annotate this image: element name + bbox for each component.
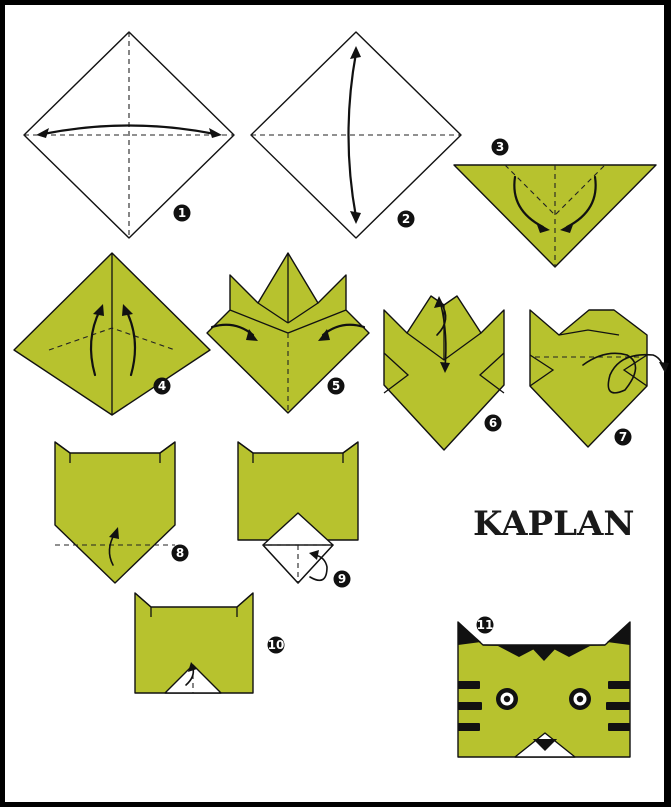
svg-text:7: 7 bbox=[619, 430, 627, 444]
step-5-figure bbox=[207, 253, 369, 413]
step-5-badge: 5 bbox=[328, 378, 345, 395]
step-8-badge: 8 bbox=[172, 545, 189, 562]
step-2-badge: 2 bbox=[398, 211, 415, 228]
step-11-badge: 11 bbox=[477, 617, 494, 634]
step-6-badge: 6 bbox=[485, 415, 502, 432]
step-7-badge: 7 bbox=[615, 429, 632, 446]
svg-text:9: 9 bbox=[338, 572, 346, 586]
svg-text:8: 8 bbox=[176, 546, 184, 560]
svg-text:2: 2 bbox=[402, 212, 410, 226]
svg-text:5: 5 bbox=[332, 379, 340, 393]
origami-diagram: 1 2 3 4 bbox=[5, 5, 671, 812]
step-7-figure bbox=[530, 310, 669, 447]
svg-text:4: 4 bbox=[158, 379, 166, 393]
step-1-figure bbox=[24, 32, 234, 238]
svg-text:1: 1 bbox=[178, 206, 186, 220]
step-9-badge: 9 bbox=[334, 571, 351, 588]
step-1-badge: 1 bbox=[174, 205, 191, 222]
step-8-figure bbox=[55, 442, 175, 583]
svg-text:10: 10 bbox=[268, 638, 285, 652]
page-title: KAPLAN bbox=[473, 504, 634, 544]
step-11-tiger-face bbox=[458, 622, 630, 757]
step-9-figure bbox=[238, 442, 358, 583]
svg-text:3: 3 bbox=[496, 140, 504, 154]
svg-text:6: 6 bbox=[489, 416, 497, 430]
step-3-badge: 3 bbox=[492, 139, 509, 156]
step-4-badge: 4 bbox=[154, 378, 171, 395]
svg-text:11: 11 bbox=[477, 618, 494, 632]
step-3-figure bbox=[454, 165, 656, 267]
step-10-figure bbox=[135, 593, 253, 693]
step-10-badge: 10 bbox=[268, 637, 285, 654]
step-4-figure bbox=[14, 253, 210, 415]
step-2-figure bbox=[251, 32, 461, 238]
